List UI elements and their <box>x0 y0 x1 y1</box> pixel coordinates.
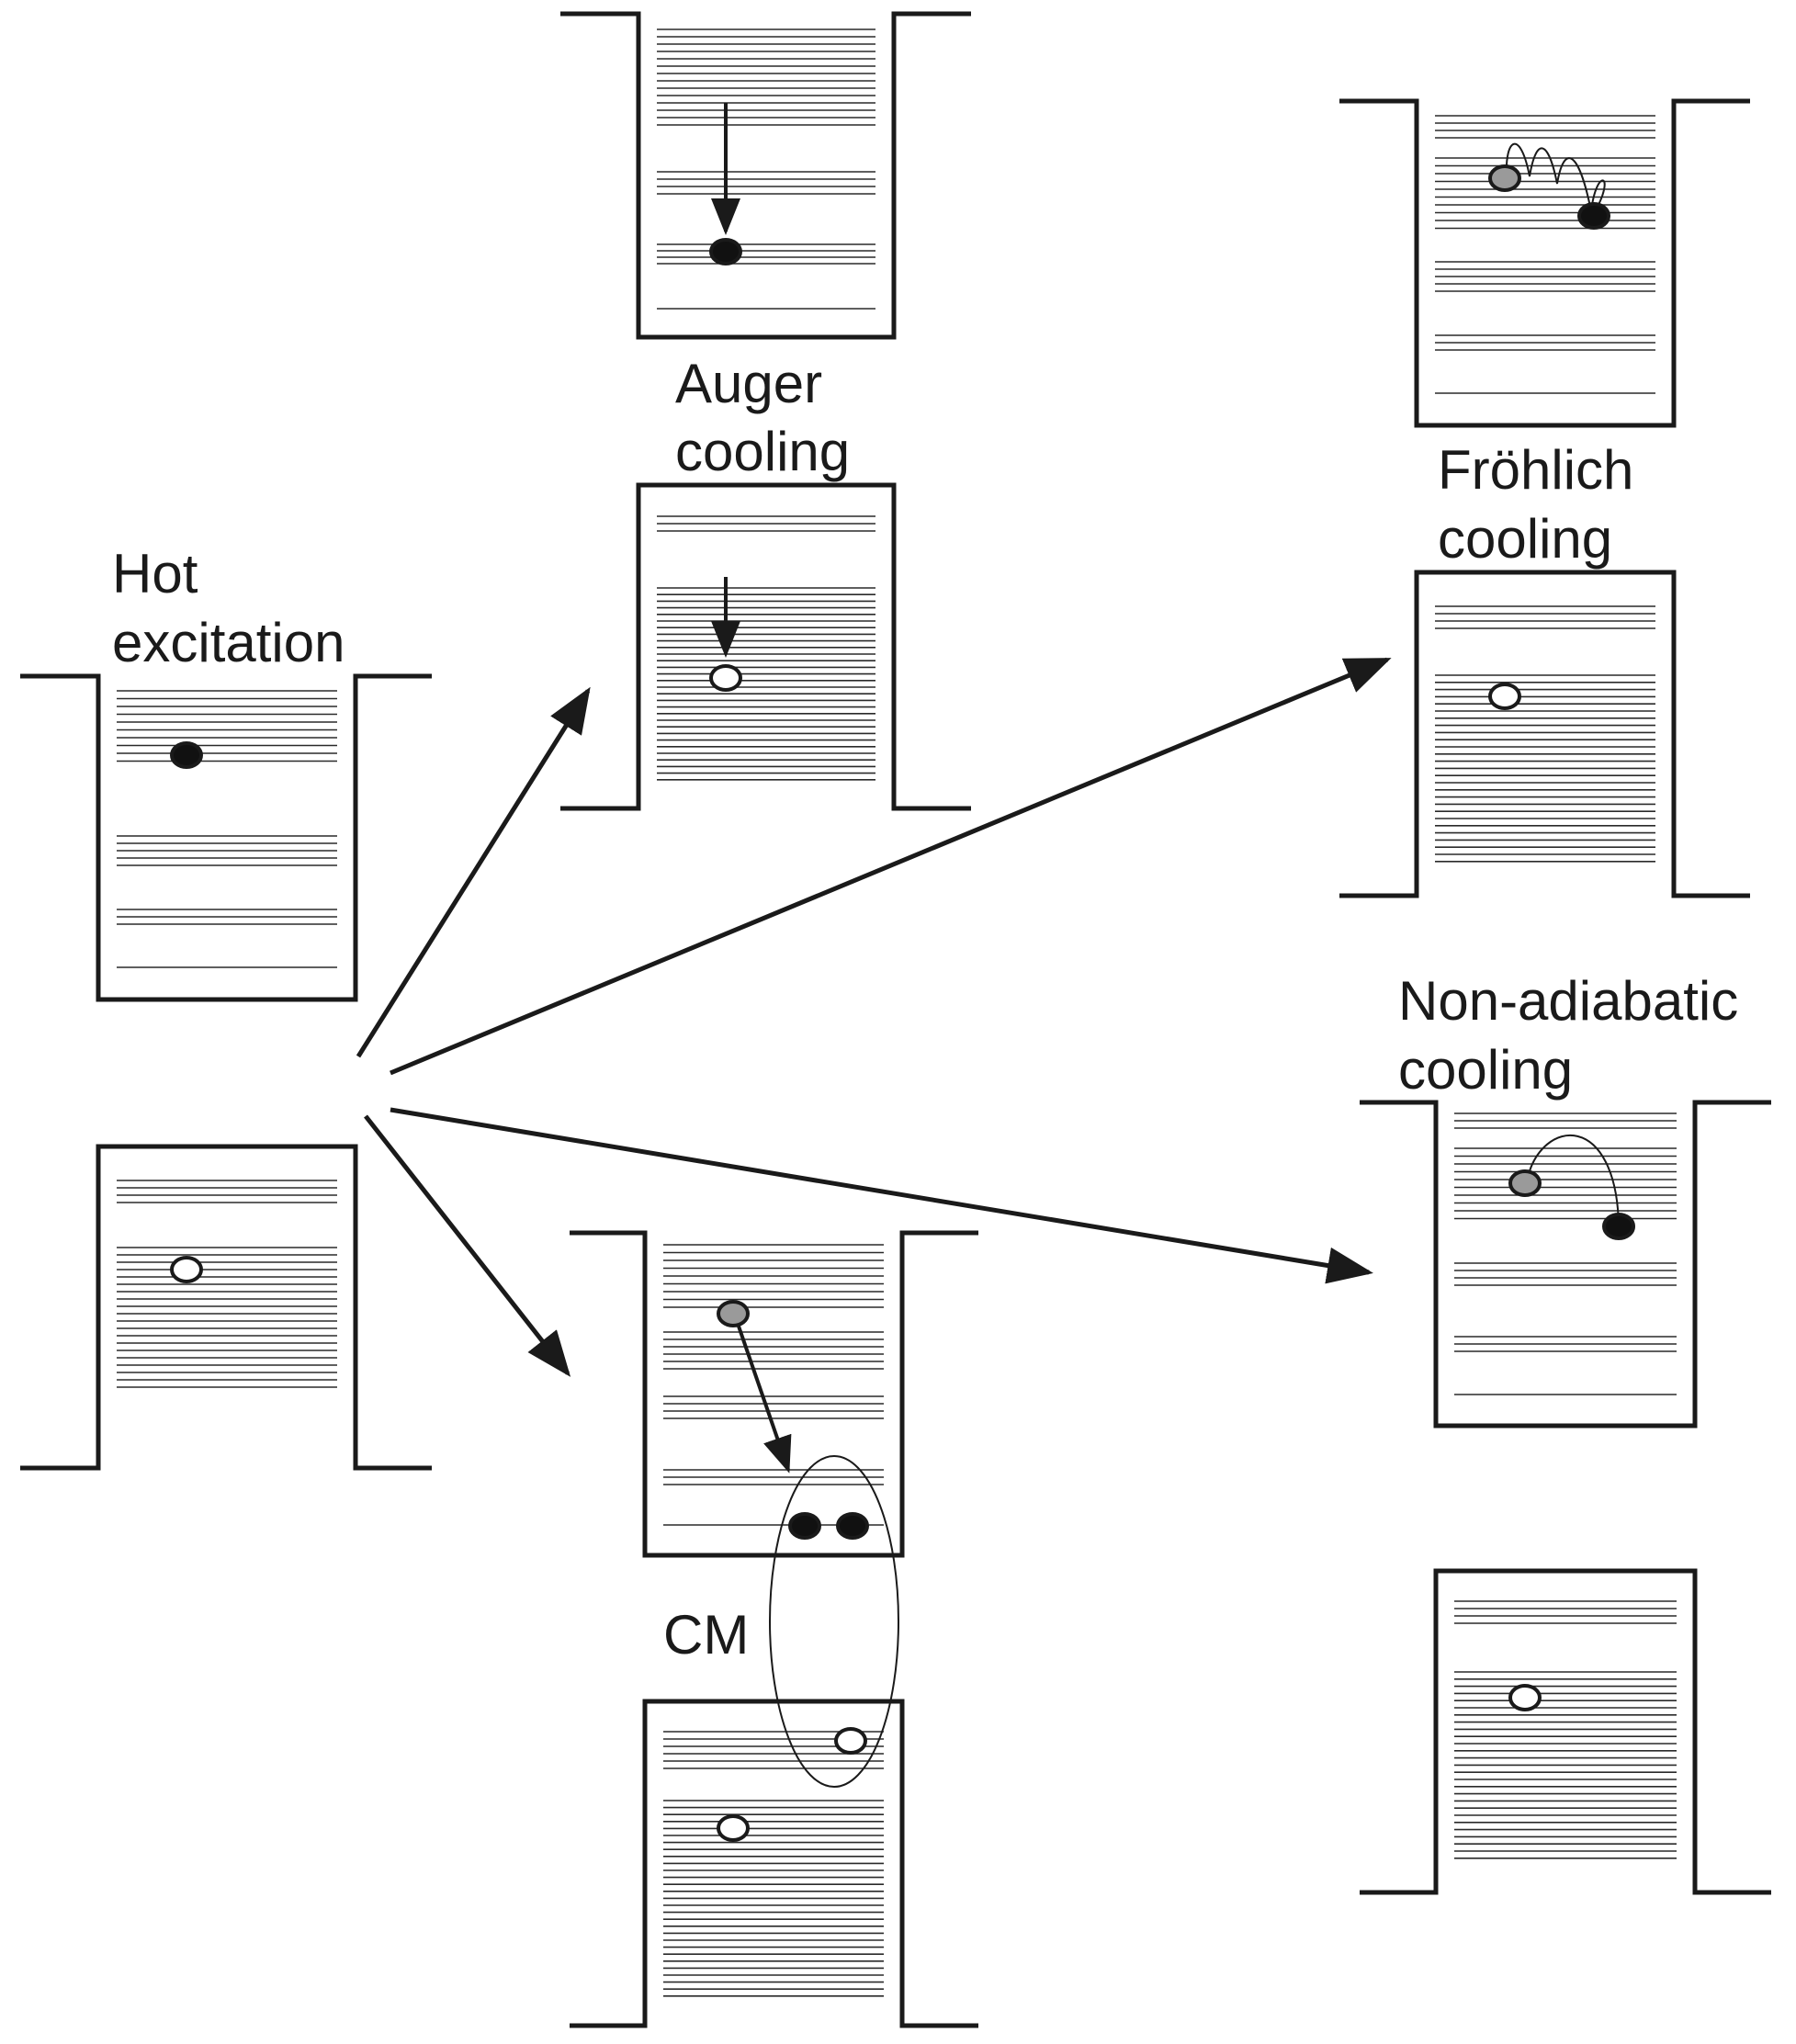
cm-label: CM <box>663 1604 749 1666</box>
frohlich-cooling-label-line1: Fröhlich <box>1438 439 1633 501</box>
frohlich-hole <box>1488 683 1521 710</box>
auger-excited-hole <box>709 664 742 692</box>
process-arrows <box>356 657 1392 1377</box>
well-outline <box>570 1230 978 1558</box>
well-cm-hole <box>570 1699 978 2028</box>
hot-excitation-label-line2: excitation <box>112 612 345 673</box>
well-outline <box>1360 1100 1771 1429</box>
hot-electron <box>170 741 203 769</box>
well-outline <box>570 1699 978 2028</box>
well-nonadiabatic-electron <box>1360 1100 1771 1429</box>
well-outline <box>1339 570 1750 898</box>
well-auger-electron <box>560 11 971 340</box>
arrow-to-auger <box>356 686 591 1058</box>
well-auger-hole <box>560 482 971 811</box>
well-cm-electron <box>570 1230 978 1558</box>
well-outline <box>560 11 971 340</box>
initial-hole <box>170 1256 203 1283</box>
nonadiabatic-cooled-electron <box>1602 1213 1635 1240</box>
well-nonadiabatic-hole <box>1360 1568 1771 1895</box>
well-outline <box>1360 1568 1771 1895</box>
auger-cooling-label-line2: cooling <box>675 421 850 482</box>
frohlich-cooling-label-line2: cooling <box>1438 508 1612 570</box>
cm-electron-1 <box>788 1512 821 1540</box>
arrow-to-cm <box>364 1114 571 1377</box>
well-outline <box>20 1144 432 1471</box>
auger-cooling-label-line1: Auger <box>675 353 822 414</box>
cm-relaxation-arrow <box>733 1315 792 1474</box>
cm-ellipse <box>769 1455 899 1788</box>
arrow-to-frohlich <box>390 657 1392 1076</box>
well-initial-valence <box>20 1144 432 1471</box>
well-initial-conduction <box>20 673 432 1002</box>
well-frohlich-electron <box>1339 98 1750 428</box>
cm-hot-electron <box>717 1300 750 1327</box>
cm-electron-2 <box>836 1512 869 1540</box>
nonadiabatic-cooling-label-line1: Non-adiabatic <box>1398 970 1738 1032</box>
auger-cooled-electron <box>709 238 742 265</box>
nonadiabatic-hole <box>1508 1684 1542 1711</box>
nonadiabatic-hop <box>1526 1135 1620 1227</box>
cm-original-hole <box>717 1814 750 1842</box>
frohlich-cooled-electron <box>1577 202 1610 230</box>
well-outline <box>1339 98 1750 428</box>
phonon-paths <box>1505 142 1620 1227</box>
nonadiabatic-cooling-label-line2: cooling <box>1398 1039 1573 1101</box>
arrow-to-nonadiabatic <box>390 1107 1373 1284</box>
hot-excitation-label-line1: Hot <box>112 543 198 604</box>
frohlich-excited-electron <box>1488 164 1521 192</box>
well-outline <box>20 673 432 1002</box>
well-frohlich-hole <box>1339 570 1750 898</box>
nonadiabatic-excited-electron <box>1508 1169 1542 1197</box>
cm-new-hole <box>834 1727 867 1755</box>
internal-arrows <box>711 103 792 1474</box>
well-outline <box>560 482 971 811</box>
frohlich-phonon-hops <box>1505 142 1606 214</box>
